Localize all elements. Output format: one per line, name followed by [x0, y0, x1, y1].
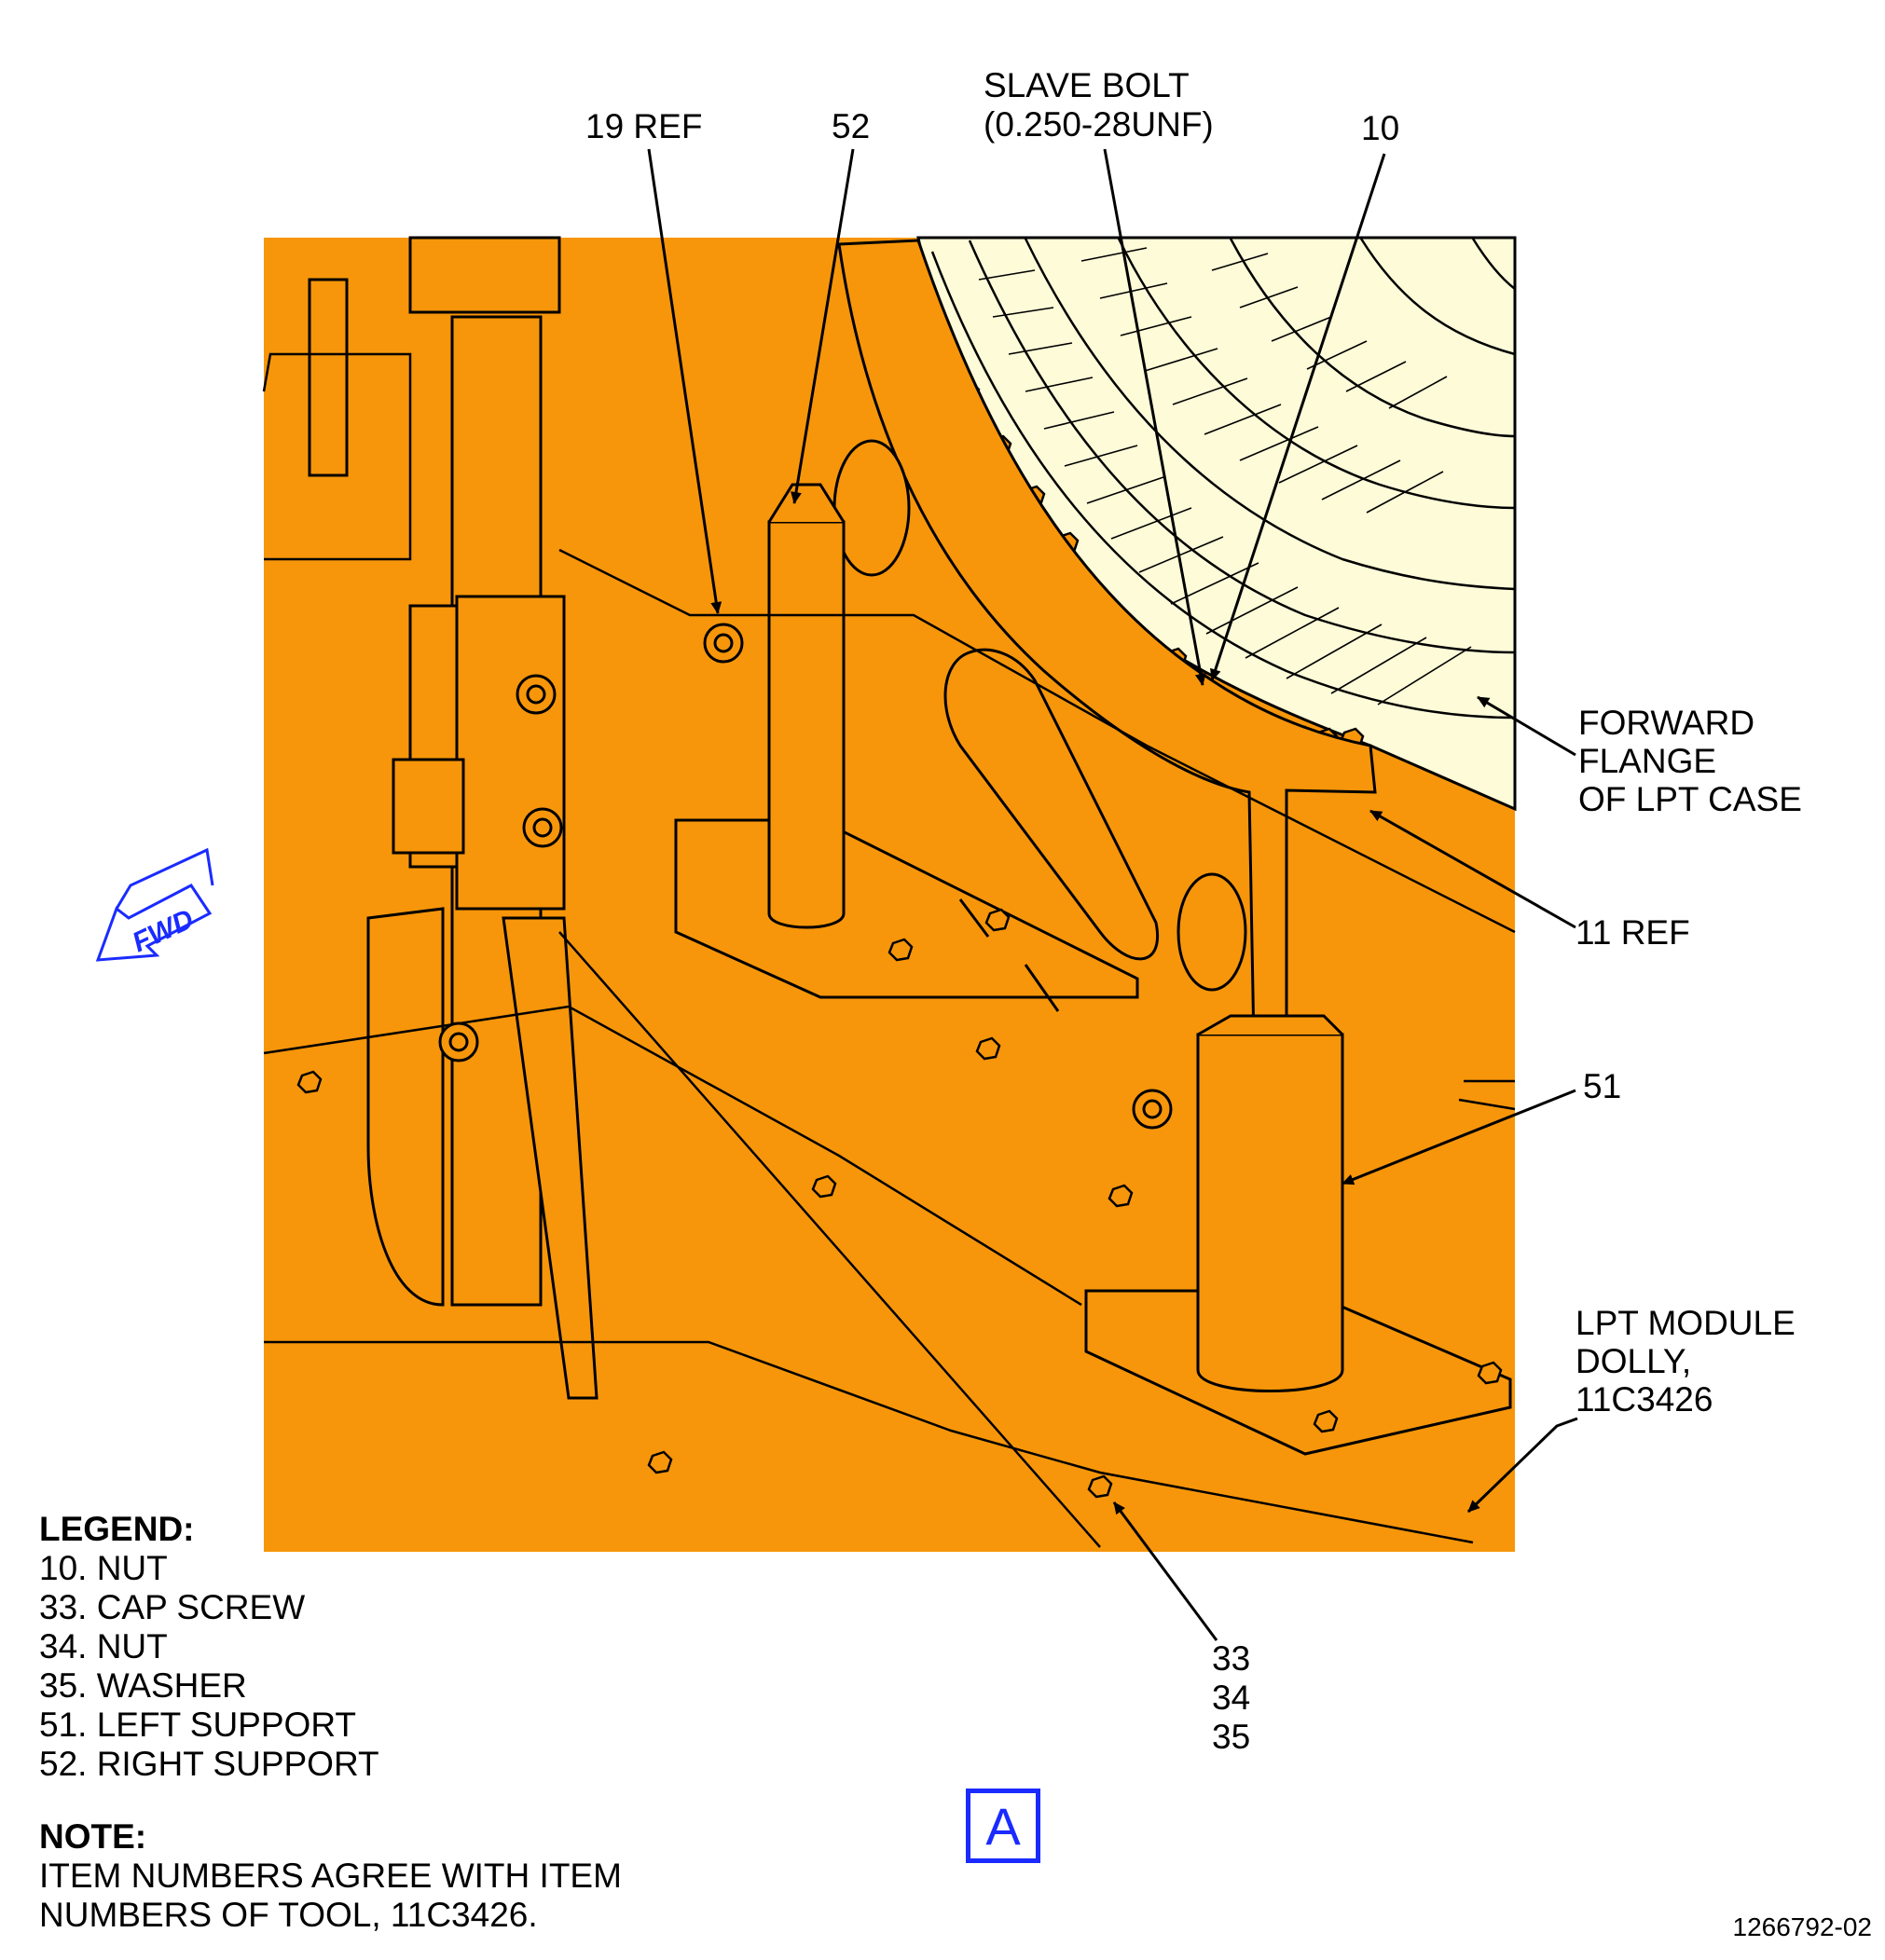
callout-10: 10 — [1361, 109, 1399, 147]
legend-item: 51. LEFT SUPPORT — [39, 1706, 356, 1744]
legend-title: LEGEND: — [39, 1510, 195, 1548]
callout-dolly-1: LPT MODULE — [1575, 1304, 1796, 1342]
right-support-52 — [674, 483, 1139, 999]
callout-forward-flange-3: OF LPT CASE — [1578, 780, 1802, 818]
leader-dolly — [1466, 1417, 1578, 1514]
callout-dolly-2: DOLLY, — [1575, 1342, 1691, 1380]
callout-51: 51 — [1583, 1067, 1621, 1105]
left-support-51 — [1084, 1014, 1512, 1456]
lpt-blades — [978, 247, 1472, 706]
legend: LEGEND: 10. NUT 33. CAP SCREW 34. NUT 35… — [39, 1510, 379, 1784]
leader-lines — [647, 148, 1578, 1641]
note-line: NUMBERS OF TOOL, 11C3426. — [39, 1896, 538, 1934]
callout-33: 33 — [1212, 1639, 1250, 1678]
leader-11-ref — [1369, 809, 1576, 929]
callout-19-ref: 19 REF — [585, 107, 702, 145]
support-frame — [832, 239, 1377, 1046]
leader-slave-bolt — [1103, 148, 1206, 686]
legend-item: 10. NUT — [39, 1549, 168, 1587]
legend-item: 33. CAP SCREW — [39, 1588, 306, 1626]
view-label: A — [966, 1789, 1040, 1863]
legend-item: 34. NUT — [39, 1627, 168, 1665]
note: NOTE: ITEM NUMBERS AGREE WITH ITEM NUMBE… — [39, 1817, 622, 1935]
legend-item: 52. RIGHT SUPPORT — [39, 1745, 379, 1783]
figure-number: 1266792-02 — [1732, 1912, 1872, 1941]
lpt-case-arcs — [930, 238, 1516, 720]
note-title: NOTE: — [39, 1817, 147, 1856]
callout-forward-flange-1: FORWARD — [1578, 704, 1754, 742]
callout-35: 35 — [1212, 1718, 1250, 1756]
plate-seams — [262, 352, 1516, 1548]
leader-10 — [1210, 153, 1386, 681]
leader-52 — [791, 148, 855, 504]
plate-fasteners — [296, 908, 1503, 1499]
note-line: ITEM NUMBERS AGREE WITH ITEM — [39, 1857, 622, 1895]
fwd-arrow: FWD — [95, 847, 214, 962]
alignment-marks — [958, 898, 1060, 1012]
leader-33-34-35 — [1112, 1501, 1218, 1641]
legend-item: 35. WASHER — [39, 1666, 247, 1705]
leader-19-ref — [647, 148, 722, 614]
callout-forward-flange-2: FLANGE — [1578, 742, 1716, 780]
quick-release-pins — [438, 623, 1173, 1130]
callout-dolly-3: 11C3426 — [1575, 1380, 1713, 1419]
callout-34: 34 — [1212, 1679, 1250, 1717]
callout-slave-bolt-line1: SLAVE BOLT — [984, 66, 1190, 104]
leader-forward-flange — [1477, 695, 1576, 757]
jack-post — [308, 236, 599, 1400]
callout-slave-bolt-line2: (0.250-28UNF) — [984, 105, 1214, 144]
callout-11-ref: 11 REF — [1575, 913, 1690, 952]
leader-51 — [1342, 1089, 1576, 1186]
callout-52: 52 — [832, 107, 870, 145]
